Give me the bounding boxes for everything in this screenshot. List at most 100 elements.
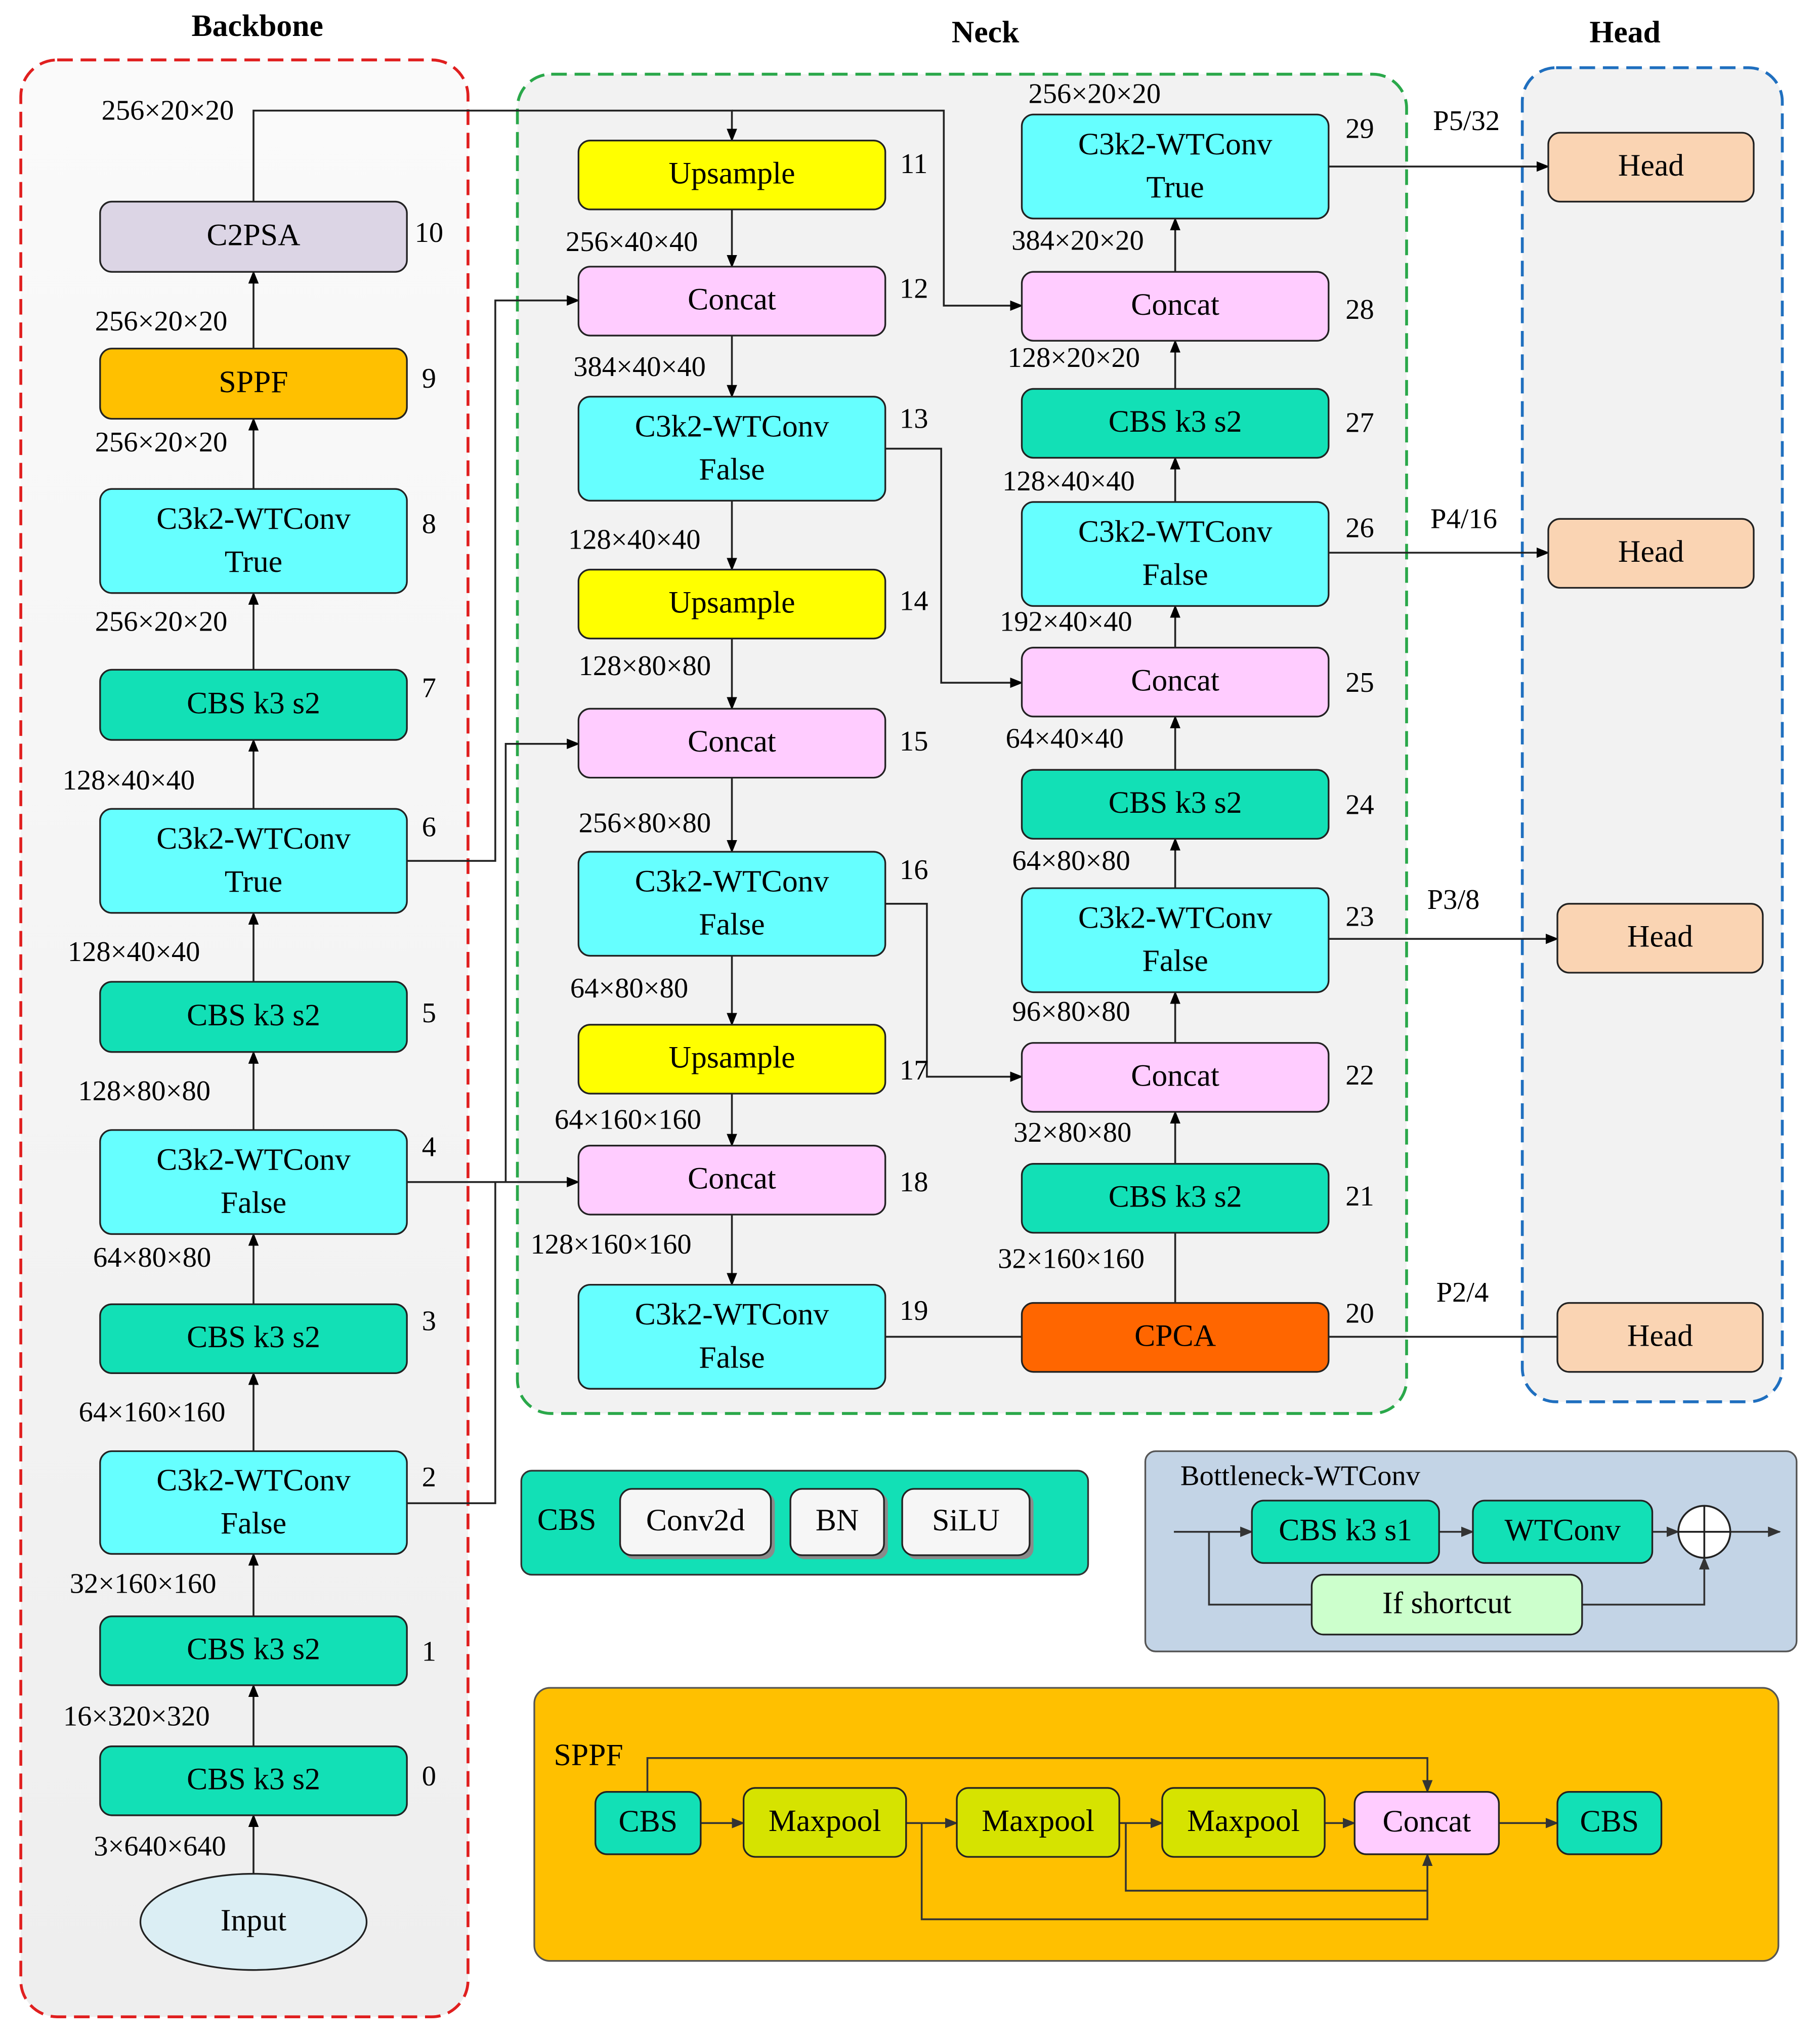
tensor-shape-label: 384×20×20 — [1011, 225, 1144, 257]
neck-block-26-shape — [1021, 501, 1330, 607]
neck-block-11: Upsample — [577, 139, 886, 211]
backbone-block-3: CBS k3 s2 — [99, 1303, 408, 1375]
backbone-block-7-label: CBS k3 s2 — [187, 686, 320, 720]
sppf-maxpool-block-1-label: Maxpool — [769, 1804, 881, 1838]
neck-block-20-label: CPCA — [1134, 1318, 1216, 1353]
tensor-shape-label: 192×40×40 — [1000, 606, 1132, 637]
neck-block-25-shape — [1021, 647, 1330, 718]
tensor-shape-label: 64×80×80 — [570, 973, 688, 1004]
neck-block-25-label: Concat — [1131, 663, 1219, 697]
connector-line — [646, 1757, 1433, 1794]
layer-index-15: 15 — [900, 726, 928, 757]
layer-index-9: 9 — [422, 363, 436, 394]
layer-index-1: 1 — [422, 1636, 436, 1667]
neck-block-14: Upsample — [577, 568, 886, 640]
layer-index-3: 3 — [422, 1306, 436, 1337]
neck-block-20: CPCA — [1021, 1302, 1330, 1373]
tensor-shape-label: 256×20×20 — [95, 306, 228, 337]
backbone-block-1-shape — [99, 1615, 408, 1686]
neck-block-14-shape — [577, 568, 886, 640]
tensor-shape-label: 128×20×20 — [1007, 342, 1140, 373]
neck-block-28-shape — [1021, 271, 1330, 342]
tensor-shape-label: 128×40×40 — [1002, 466, 1135, 497]
head-block-0: Head — [1547, 132, 1755, 203]
layer-index-4: 4 — [422, 1131, 436, 1162]
tensor-shape-label: 16×320×320 — [63, 1701, 210, 1732]
neck-block-25: Concat — [1021, 647, 1330, 718]
input-label: Input — [221, 1903, 286, 1937]
bottleneck-wtconv-block-shape — [1472, 1500, 1654, 1564]
head-block-1-label: Head — [1618, 534, 1684, 569]
backbone-block-9-shape — [99, 348, 408, 420]
layer-index-13: 13 — [900, 403, 928, 435]
layer-index-24: 24 — [1345, 789, 1374, 821]
tensor-shape-label: 32×160×160 — [998, 1243, 1145, 1274]
neck-block-27: CBS k3 s2 — [1021, 388, 1330, 459]
neck-block-15-shape — [577, 708, 886, 779]
neck-block-12-label: Concat — [688, 282, 776, 317]
cbs-legend-bn-shape — [789, 1488, 885, 1556]
head-block-3: Head — [1556, 1302, 1764, 1373]
backbone-block-0-shape — [99, 1745, 408, 1816]
head-block-2-shape — [1556, 903, 1764, 974]
layer-index-23: 23 — [1345, 901, 1374, 933]
neck-block-22-shape — [1021, 1042, 1330, 1113]
neck-block-14-label: Upsample — [669, 585, 795, 619]
sppf-maxpool-block-1-shape — [742, 1787, 907, 1858]
layer-index-2: 2 — [422, 1462, 436, 1493]
backbone-block-1-label: CBS k3 s2 — [187, 1632, 320, 1667]
backbone-block-6-shape — [99, 808, 408, 914]
sppf-maxpool-block-3-shape — [1161, 1787, 1326, 1858]
backbone-block-8-shape — [99, 488, 408, 594]
head-panel — [1520, 66, 1784, 1403]
bottleneck-cbs-block-shape — [1251, 1500, 1440, 1564]
tensor-shape-label: 128×40×40 — [63, 765, 195, 796]
sppf-maxpool-block-2-label: Maxpool — [982, 1804, 1094, 1838]
layer-index-18: 18 — [900, 1167, 928, 1198]
bottleneck-shortcut-block-shape — [1310, 1573, 1583, 1636]
layer-index-19: 19 — [900, 1295, 928, 1326]
layer-index-25: 25 — [1345, 667, 1374, 698]
neck-block-21-label: CBS k3 s2 — [1109, 1180, 1242, 1214]
layer-index-6: 6 — [422, 811, 436, 843]
sppf-maxpool-block-1: Maxpool — [742, 1787, 907, 1858]
layer-index-10: 10 — [415, 217, 444, 248]
tensor-shape-label: 256×20×20 — [95, 427, 228, 458]
cbs-legend-silu: SiLU — [901, 1488, 1034, 1559]
backbone-block-10: C2PSA — [99, 200, 408, 273]
neck-block-27-label: CBS k3 s2 — [1109, 404, 1242, 439]
neck-block-12-shape — [577, 266, 886, 337]
neck-block-17-shape — [577, 1024, 886, 1095]
bottleneck-cbs-block-label: CBS k3 s1 — [1279, 1513, 1412, 1548]
tensor-shape-label: 32×160×160 — [70, 1568, 217, 1600]
scale-label: P5/32 — [1433, 105, 1500, 137]
tensor-shape-label: 64×40×40 — [1006, 723, 1124, 755]
layer-index-20: 20 — [1345, 1298, 1374, 1329]
backbone-block-3-shape — [99, 1303, 408, 1375]
tensor-shape-label: 96×80×80 — [1012, 996, 1130, 1027]
tensor-shape-label: 128×80×80 — [579, 650, 711, 682]
backbone-block-5-shape — [99, 981, 408, 1053]
layer-index-7: 7 — [422, 672, 436, 703]
connector-line — [1208, 1531, 1312, 1606]
layer-index-0: 0 — [422, 1761, 436, 1792]
cbs-legend-conv2d-label: Conv2d — [646, 1503, 745, 1537]
tensor-shape-label: 256×80×80 — [579, 808, 711, 839]
bottleneck-wtconv-block: WTConv — [1472, 1500, 1654, 1564]
layer-index-22: 22 — [1345, 1060, 1374, 1091]
neck-block-21-shape — [1021, 1163, 1330, 1234]
sppf-legend-title: SPPF — [554, 1738, 623, 1772]
cbs-legend-bn: BN — [789, 1488, 888, 1559]
backbone-block-1: CBS k3 s2 — [99, 1615, 408, 1686]
sppf-concat-block-shape — [1353, 1791, 1500, 1855]
tensor-shape-label: 128×160×160 — [531, 1229, 692, 1260]
head-block-2: Head — [1556, 903, 1764, 974]
